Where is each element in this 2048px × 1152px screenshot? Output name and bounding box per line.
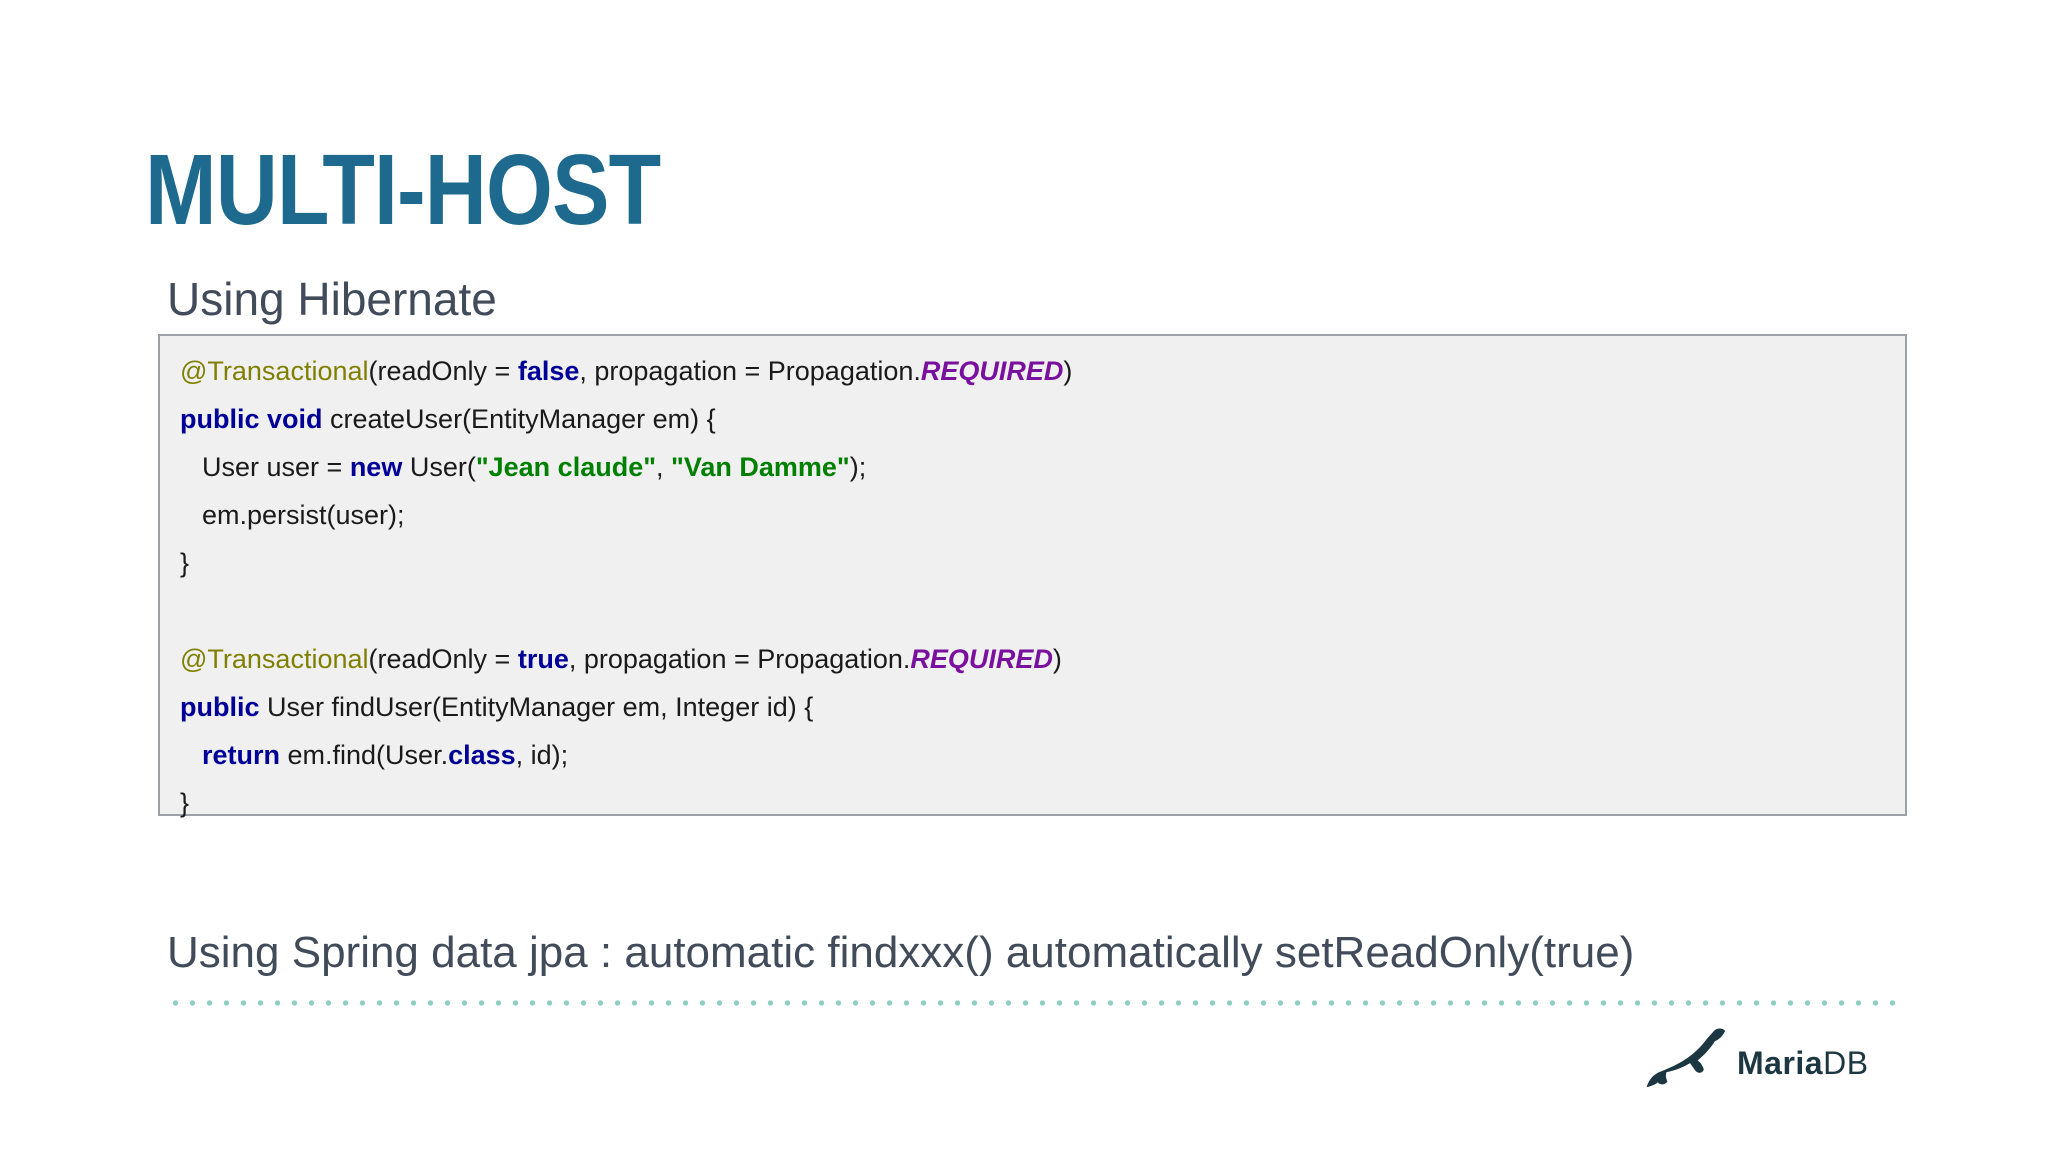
code-token-plain: User( <box>402 452 476 482</box>
code-token-annotation: @Transactional <box>180 356 369 386</box>
dotted-divider <box>167 998 1897 1008</box>
mariadb-logo-text-maria: Maria <box>1737 1044 1824 1081</box>
code-line: public User findUser(EntityManager em, I… <box>180 683 1885 731</box>
code-token-plain: } <box>180 548 190 578</box>
code-token-plain: em.find(User. <box>280 740 449 770</box>
code-block: @Transactional(readOnly = false, propaga… <box>158 334 1907 818</box>
section-heading-hibernate: Using Hibernate <box>167 273 497 325</box>
code-token-keyword: true <box>517 644 569 674</box>
code-line: User user = new User("Jean claude", "Van… <box>180 443 1885 491</box>
code-token-plain: User user = <box>202 452 350 482</box>
code-token-plain: createUser(EntityManager em) { <box>322 404 716 434</box>
code-line <box>180 587 1885 635</box>
mariadb-seal-icon <box>1646 1028 1726 1088</box>
code-token-keyword: public void <box>180 404 323 434</box>
code-token-constant: REQUIRED <box>910 644 1053 674</box>
code-line: em.persist(user); <box>180 491 1885 539</box>
code-token-plain: (readOnly = <box>368 644 518 674</box>
section-heading-spring: Using Spring data jpa : automatic findxx… <box>167 928 1635 977</box>
code-token-plain: , propagation = Propagation. <box>579 356 921 386</box>
code-token-keyword: new <box>349 452 403 482</box>
code-token-string: "Van Damme" <box>671 452 850 482</box>
code-line: return em.find(User.class, id); <box>180 731 1885 779</box>
code-token-plain: (readOnly = <box>368 356 518 386</box>
code-token-keyword: return <box>202 740 281 770</box>
code-line: public void createUser(EntityManager em)… <box>180 395 1885 443</box>
code-token-plain: User findUser(EntityManager em, Integer … <box>259 692 814 722</box>
code-token-keyword: class <box>448 740 516 770</box>
code-token-plain: em.persist(user); <box>202 500 405 530</box>
mariadb-logo: MariaDB <box>1645 1028 1869 1090</box>
code-token-string: "Jean claude" <box>475 452 657 482</box>
code-token-annotation: @Transactional <box>180 644 369 674</box>
code-token-plain: , <box>656 452 672 482</box>
code-token-plain: ) <box>1052 644 1062 674</box>
code-line: @Transactional(readOnly = false, propaga… <box>180 347 1885 395</box>
mariadb-logo-text-db: DB <box>1823 1044 1869 1081</box>
code-line: @Transactional(readOnly = true, propagat… <box>180 635 1885 683</box>
code-token-constant: REQUIRED <box>920 356 1064 386</box>
code-token-plain: , id); <box>515 740 569 770</box>
code-token-plain: } <box>180 788 190 818</box>
code-token-plain: , propagation = Propagation. <box>568 644 911 674</box>
code-token-keyword: public <box>180 692 260 722</box>
code-token-keyword: false <box>517 356 580 386</box>
code-content: @Transactional(readOnly = false, propaga… <box>160 336 1905 827</box>
slide-title: MULTI-HOST <box>145 134 661 246</box>
mariadb-logo-text: MariaDB <box>1737 1045 1869 1082</box>
code-line: } <box>180 779 1885 827</box>
code-line: } <box>180 539 1885 587</box>
code-token-plain: ); <box>849 452 867 482</box>
code-token-plain: ) <box>1063 356 1073 386</box>
